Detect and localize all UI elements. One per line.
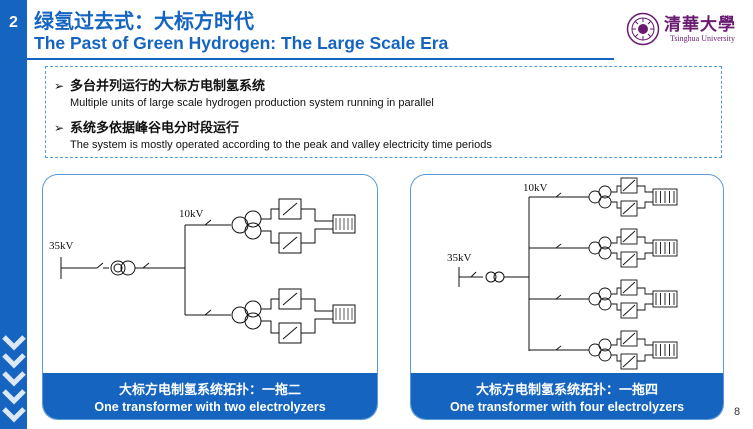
rectifier-box — [620, 177, 638, 194]
rectifier-box — [620, 228, 638, 245]
chevron-decoration-icon — [2, 333, 26, 423]
diagram-stroke — [622, 253, 636, 266]
rectifier-box — [620, 353, 638, 370]
caption-one-to-four: 大标方电制氢系统拓扑：一拖四 One transformer with four… — [411, 373, 723, 419]
arrow-bullet-icon: ➢ — [54, 121, 65, 135]
diagram-panel-one-to-four: 35kV 10kV 大标方电制氢系统拓扑：一拖四 One transformer… — [410, 174, 724, 420]
section-number: 2 — [9, 14, 18, 31]
diagram-stroke — [611, 287, 621, 295]
rectifier-box — [620, 200, 638, 217]
diagram-stroke — [622, 202, 636, 215]
rectifier-box — [620, 330, 638, 347]
diagram-stroke — [637, 354, 653, 362]
left-accent-bar: 2 — [0, 0, 27, 429]
arrow-bullet-icon: ➢ — [54, 79, 65, 93]
bullet-heading-1: ➢多台并列运行的大标方电制氢系统 — [54, 79, 266, 94]
diagram-stroke — [637, 287, 653, 295]
page-title-zh: 绿氢过去式：大标方时代 — [34, 9, 254, 33]
mv-label-left: 10kV — [179, 208, 204, 220]
electrolyzer-stack — [652, 239, 678, 257]
diagram-stroke — [611, 354, 621, 362]
diagram-stroke — [637, 303, 653, 311]
diagram-stroke — [637, 236, 653, 244]
mv-label-right: 10kV — [523, 182, 548, 194]
topology-diagram-one-to-four: 35kV 10kV — [447, 177, 678, 370]
electrolyzer-stack — [652, 290, 678, 308]
rectifier-box — [620, 251, 638, 268]
diagram-stroke — [611, 201, 621, 209]
electrolyzer-stack — [652, 188, 678, 206]
page-number: 8 — [734, 406, 741, 418]
diagram-panel-one-to-two: 35kV 10kV 大标方电制氢系统拓扑：一拖二 One transformer… — [42, 174, 378, 420]
hv-label-right: 35kV — [447, 252, 472, 264]
diagram-stroke — [611, 338, 621, 346]
caption-zh-left: 大标方电制氢系统拓扑：一拖二 — [118, 383, 301, 398]
diagram-stroke — [611, 236, 621, 244]
diagram-stroke — [637, 185, 653, 193]
caption-en-right: One transformer with four electrolyzers — [449, 400, 685, 414]
rectifier-box — [620, 279, 638, 296]
rectifier-box — [620, 302, 638, 319]
diagram-stroke — [555, 345, 562, 351]
caption-en-left: One transformer with two electrolyzers — [94, 400, 326, 414]
bullet-heading-2: ➢系统多依据峰谷电分时段运行 — [54, 121, 240, 136]
diagram-stroke — [637, 338, 653, 346]
diagram-stroke — [555, 192, 562, 198]
hv-label-left: 35kV — [49, 240, 74, 252]
diagram-stroke — [555, 294, 562, 300]
diagram-stroke — [622, 332, 636, 345]
caption-one-to-two: 大标方电制氢系统拓扑：一拖二 One transformer with two … — [43, 373, 377, 419]
bullet-sub-1: Multiple units of large scale hydrogen p… — [70, 97, 434, 109]
tsinghua-seal-icon — [626, 12, 660, 46]
diagram-stroke — [622, 281, 636, 294]
diagram-stroke — [622, 179, 636, 192]
page-title-en: The Past of Green Hydrogen: The Large Sc… — [34, 33, 449, 53]
bullet-sub-2: The system is mostly operated according … — [70, 139, 492, 151]
diagram-stroke — [622, 230, 636, 243]
title-underline — [14, 58, 614, 60]
diagram-stroke — [611, 185, 621, 193]
diagram-stroke — [622, 355, 636, 368]
electrolyzer-stack — [652, 341, 678, 359]
caption-zh-right: 大标方电制氢系统拓扑：一拖四 — [475, 383, 658, 398]
diagram-stroke — [555, 243, 562, 249]
title-dot-icon — [9, 54, 19, 64]
diagram-stroke — [611, 303, 621, 311]
topology-diagram-one-to-two: 35kV 10kV — [49, 198, 356, 344]
logo-name-zh: 清華大學 — [664, 15, 736, 35]
diagram-stroke — [622, 304, 636, 317]
logo-name-en: Tsinghua University — [670, 34, 735, 43]
diagram-stroke — [637, 201, 653, 209]
diagram-stroke — [637, 252, 653, 260]
diagram-stroke — [611, 252, 621, 260]
bullet-box: ➢多台并列运行的大标方电制氢系统 Multiple units of large… — [45, 66, 722, 158]
